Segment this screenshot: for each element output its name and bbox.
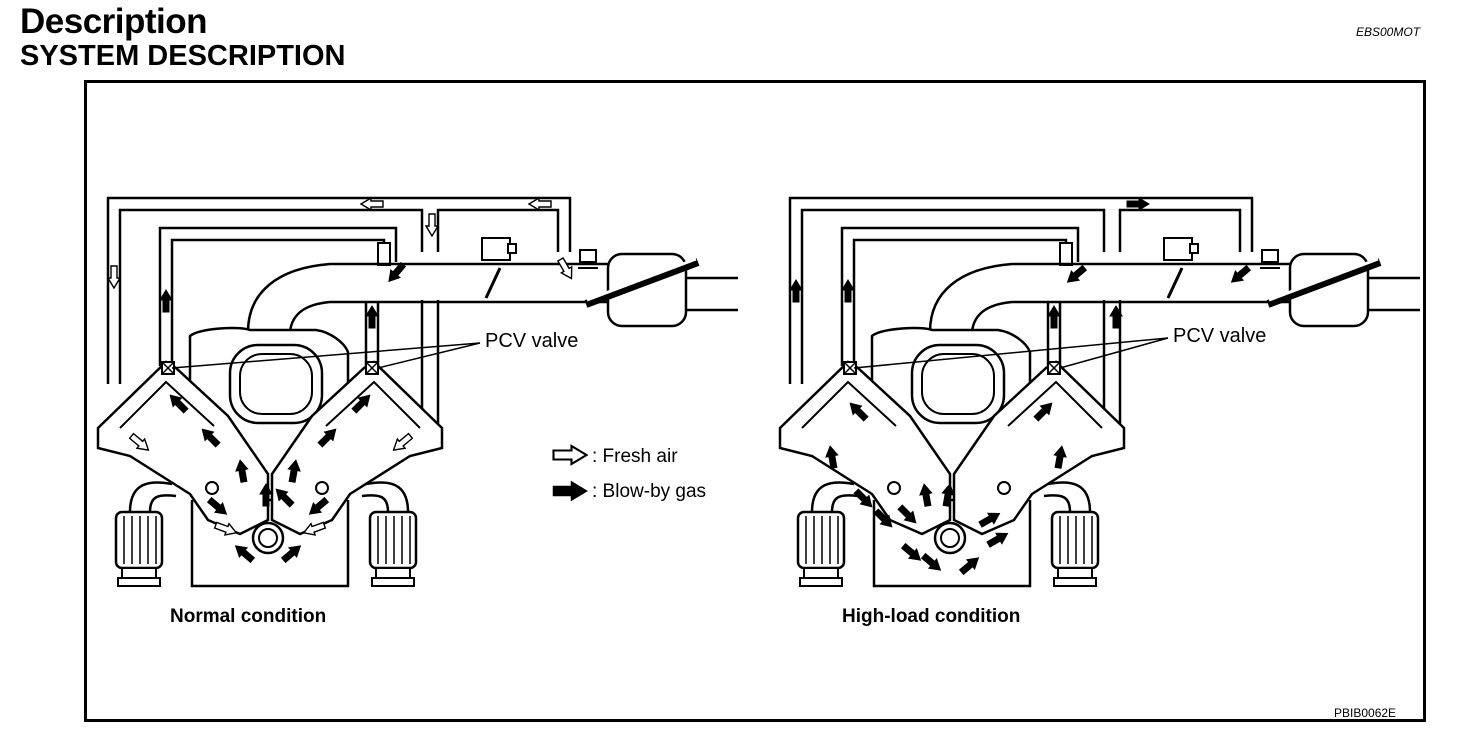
outlined-arrow-icon	[552, 444, 588, 466]
pcv-valve-label-right: PCV valve	[1173, 325, 1267, 347]
normal-condition-diagram	[98, 198, 738, 586]
high-load-condition-caption: High-load condition	[842, 606, 1021, 627]
legend-blow-by-gas: : Blow-by gas	[592, 481, 707, 502]
section-title: SYSTEM DESCRIPTION	[20, 40, 346, 72]
normal-condition-caption: Normal condition	[170, 606, 327, 627]
legend-fresh-air: : Fresh air	[592, 446, 678, 467]
page-title: Description	[20, 2, 208, 41]
pcv-valve-label-left: PCV valve	[485, 330, 579, 352]
figure-frame	[84, 80, 1426, 722]
figure-id: PBIB0062E	[1334, 706, 1397, 720]
solid-arrow-icon	[552, 481, 588, 501]
document-code: EBS00MOT	[1356, 25, 1421, 39]
high-load-condition-diagram	[780, 198, 1420, 586]
